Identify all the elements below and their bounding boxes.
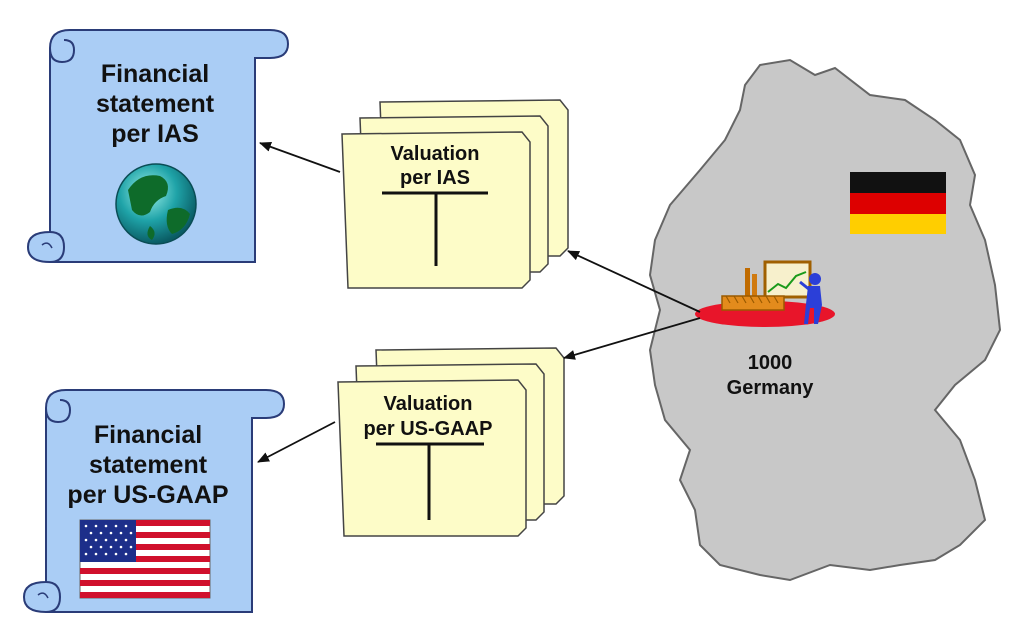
ledger-ias-line-2: per IAS	[400, 167, 470, 189]
ledger-usgaap-line-1: Valuation	[384, 393, 473, 415]
t-account-ias	[382, 191, 488, 266]
ledger-ias-line-1: Valuation	[391, 143, 480, 165]
t-account-usgaap	[376, 442, 484, 520]
german-flag-icon	[850, 172, 946, 234]
ledger-stack-usgaap	[337, 347, 565, 537]
arrows	[257, 142, 701, 463]
scroll-ias-line-2: statement	[96, 90, 215, 118]
scroll-ias	[26, 29, 290, 263]
scroll-ias-line-3: per IAS	[111, 120, 199, 148]
company-country-label: Germany	[727, 377, 815, 399]
ledger-stack-ias	[341, 99, 569, 289]
scroll-usgaap-line-2: statement	[89, 451, 208, 479]
arrow-ledger-to-usgaap-statement	[257, 421, 336, 463]
scroll-ias-line-1: Financial	[101, 60, 209, 88]
arrow-ledger-to-ias-statement	[259, 142, 341, 173]
ledger-usgaap-line-2: per US-GAAP	[364, 418, 493, 440]
workstation-icon	[695, 260, 835, 327]
arrow-company-to-ias-ledger	[567, 250, 701, 313]
us-flag-icon	[79, 519, 211, 599]
globe-icon	[115, 163, 197, 245]
company-code-label: 1000	[748, 352, 793, 374]
scroll-usgaap-line-1: Financial	[94, 421, 202, 449]
scroll-usgaap-line-3: per US-GAAP	[67, 481, 228, 509]
arrow-company-to-usgaap-ledger	[563, 317, 701, 360]
